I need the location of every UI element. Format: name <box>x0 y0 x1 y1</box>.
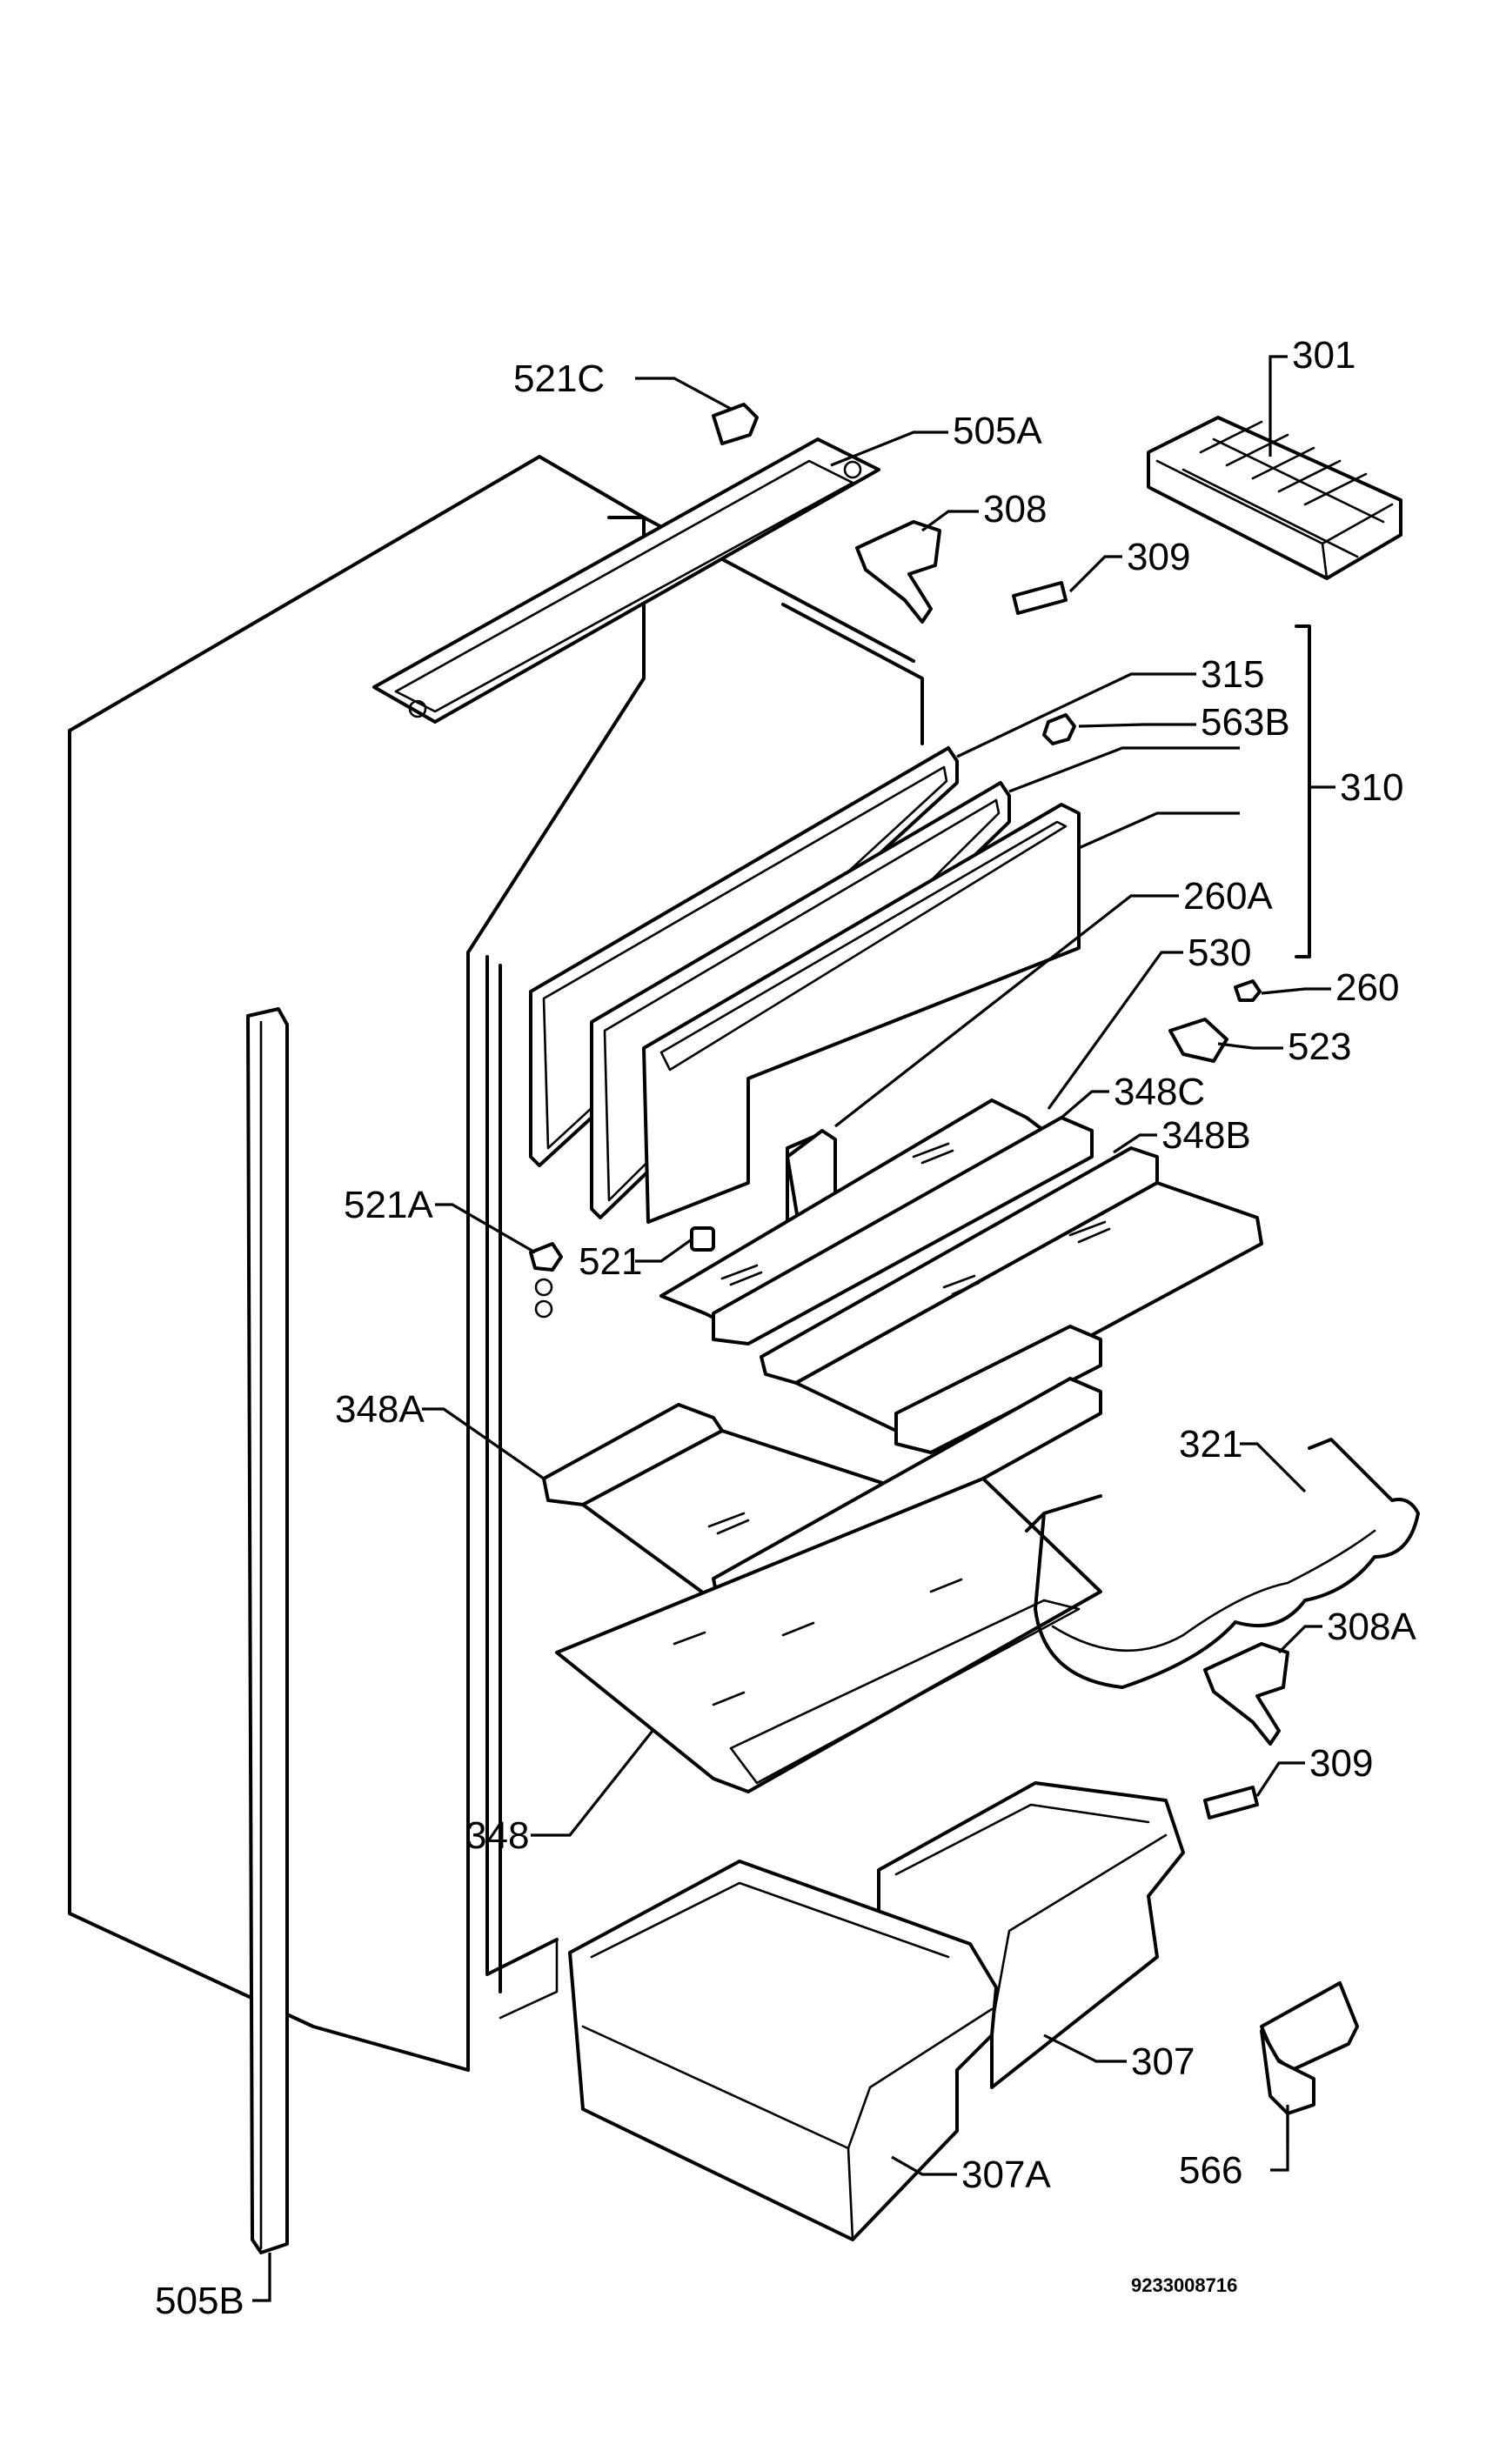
ice-tray-301 <box>1147 416 1402 580</box>
callout-308: 308 <box>983 488 1047 531</box>
lamp-563b <box>1042 713 1076 745</box>
glass-plate-348 <box>555 1477 1102 1793</box>
callout-348a: 348A <box>335 1388 425 1431</box>
callout-521: 521 <box>579 1240 642 1283</box>
label-plate-309-bottom <box>1203 1786 1259 1820</box>
callout-260a: 260A <box>1183 875 1273 918</box>
callout-521c: 521C <box>513 357 605 400</box>
callout-348: 348 <box>465 1814 529 1857</box>
callout-labels: 521C 505A 308 309 301 315 563B 310 260A … <box>155 334 1416 2322</box>
top-rail-505a <box>372 437 880 724</box>
callout-348b: 348B <box>1161 1114 1251 1157</box>
callout-308a: 308A <box>1327 1606 1416 1648</box>
callout-307a: 307A <box>961 2153 1051 2196</box>
callout-309-top: 309 <box>1127 536 1190 578</box>
button-521 <box>690 1226 715 1252</box>
side-trim-505b <box>246 1007 289 2254</box>
hinge-308 <box>855 520 941 624</box>
leader-lines <box>252 355 1335 2302</box>
callout-309-bottom: 309 <box>1309 1742 1373 1785</box>
callout-563b: 563B <box>1201 701 1290 744</box>
switch-521a <box>529 1242 563 1319</box>
callout-260: 260 <box>1335 966 1399 1009</box>
cap-521c <box>712 403 759 445</box>
ice-scraper-566 <box>1260 1981 1359 2115</box>
label-plate-309-top <box>1012 581 1068 615</box>
hinge-308a <box>1203 1642 1289 1746</box>
plug-523 <box>1168 1018 1228 1063</box>
callout-530: 530 <box>1188 932 1251 974</box>
clip-260 <box>1234 979 1262 1002</box>
callout-505b: 505B <box>155 2280 244 2322</box>
bracket-310 <box>1295 624 1311 958</box>
callout-566: 566 <box>1179 2149 1242 2192</box>
callout-505a: 505A <box>953 410 1042 452</box>
cabinet-body <box>68 455 924 2072</box>
callout-307: 307 <box>1131 2040 1195 2083</box>
callout-321: 321 <box>1179 1423 1242 1466</box>
crisper-307a <box>568 1860 998 2241</box>
callout-315: 315 <box>1201 653 1264 696</box>
callout-523: 523 <box>1288 1025 1351 1068</box>
callout-301: 301 <box>1292 334 1355 377</box>
callout-348c: 348C <box>1114 1071 1205 1113</box>
shelf-348b <box>760 1146 1263 1454</box>
callout-310: 310 <box>1340 766 1403 809</box>
drawing-number: 9233008716 <box>1131 2274 1237 2296</box>
door-frames <box>529 746 1081 1237</box>
callout-521a: 521A <box>344 1184 433 1226</box>
bottle-rack-321 <box>1025 1438 1420 1689</box>
